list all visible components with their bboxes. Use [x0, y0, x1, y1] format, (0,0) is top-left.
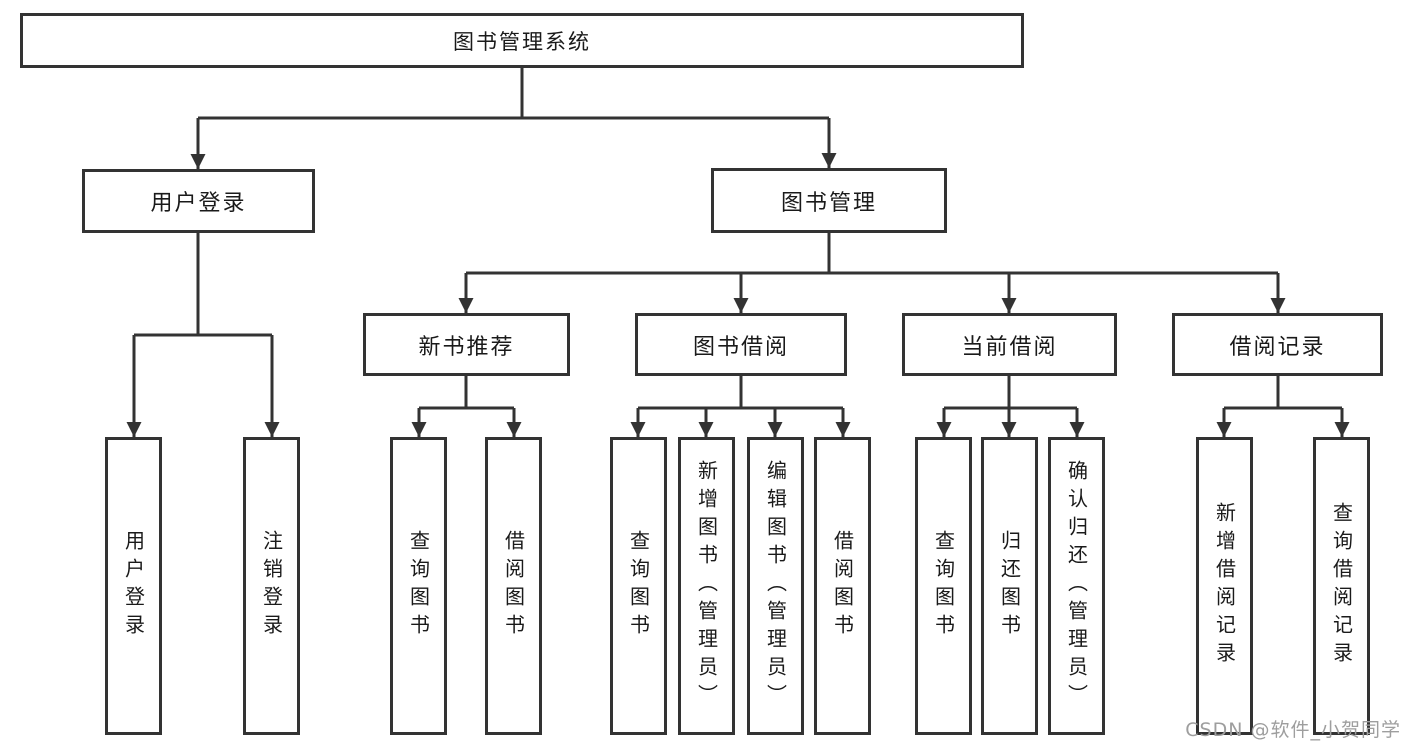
leaf-label: 新增图书（管理员）	[694, 460, 719, 712]
node-current-borrow: 当前借阅	[902, 313, 1117, 376]
leaf-label: 新增借阅记录	[1212, 502, 1237, 670]
node-book-borrow: 图书借阅	[635, 313, 847, 376]
leaf-label: 注销登录	[259, 530, 284, 642]
leaf-query-books-2: 查询图书	[610, 437, 667, 735]
leaf-logout: 注销登录	[243, 437, 300, 735]
edges-current-borrow-branch	[936, 376, 1085, 437]
leaf-user-login: 用户登录	[105, 437, 162, 735]
leaf-confirm-return-admin: 确认归还（管理员）	[1048, 437, 1105, 735]
leaf-label: 借阅图书	[501, 530, 526, 642]
csdn-watermark: CSDN @软件_小贺同学	[1185, 719, 1401, 741]
node-label: 图书管理	[780, 190, 877, 216]
node-label: 图书管理系统	[453, 29, 591, 54]
leaf-label: 确认归还（管理员）	[1064, 460, 1089, 712]
leaf-query-books-3: 查询图书	[915, 437, 972, 735]
leaf-label: 查询图书	[931, 530, 956, 642]
edges-user-login-branch	[126, 233, 280, 437]
leaf-label: 查询图书	[406, 530, 431, 642]
leaf-label: 编辑图书（管理员）	[763, 460, 788, 712]
edges-borrow-record-branch	[1216, 376, 1350, 437]
leaf-query-books: 查询图书	[390, 437, 447, 735]
edges-new-book-recommend-branch	[411, 376, 522, 437]
leaf-edit-books-admin: 编辑图书（管理员）	[747, 437, 804, 735]
leaf-add-books-admin: 新增图书（管理员）	[678, 437, 735, 735]
node-label: 借阅记录	[1229, 334, 1326, 360]
node-book-management: 图书管理	[711, 168, 947, 233]
edges-book-management-branch	[458, 233, 1286, 313]
leaf-label: 借阅图书	[830, 530, 855, 642]
node-label: 新书推荐	[418, 334, 515, 360]
leaf-return-books: 归还图书	[981, 437, 1038, 735]
leaf-label: 用户登录	[121, 530, 146, 642]
leaf-query-borrow-record: 查询借阅记录	[1313, 437, 1370, 735]
edges-root-to-level2	[190, 68, 837, 169]
leaf-label: 查询图书	[626, 530, 651, 642]
node-label: 图书借阅	[692, 334, 789, 360]
node-user-login: 用户登录	[82, 169, 315, 233]
leaf-borrow-books-2: 借阅图书	[814, 437, 871, 735]
leaf-add-borrow-record: 新增借阅记录	[1196, 437, 1253, 735]
node-borrow-record: 借阅记录	[1172, 313, 1383, 376]
edges-book-borrow-branch	[630, 376, 851, 437]
node-label: 用户登录	[150, 191, 247, 216]
node-new-book-recommend: 新书推荐	[363, 313, 570, 376]
leaf-borrow-books: 借阅图书	[485, 437, 542, 735]
leaf-label: 查询借阅记录	[1329, 502, 1354, 670]
leaf-label: 归还图书	[997, 530, 1022, 642]
node-library-management-system: 图书管理系统	[20, 13, 1024, 68]
node-label: 当前借阅	[961, 334, 1058, 360]
